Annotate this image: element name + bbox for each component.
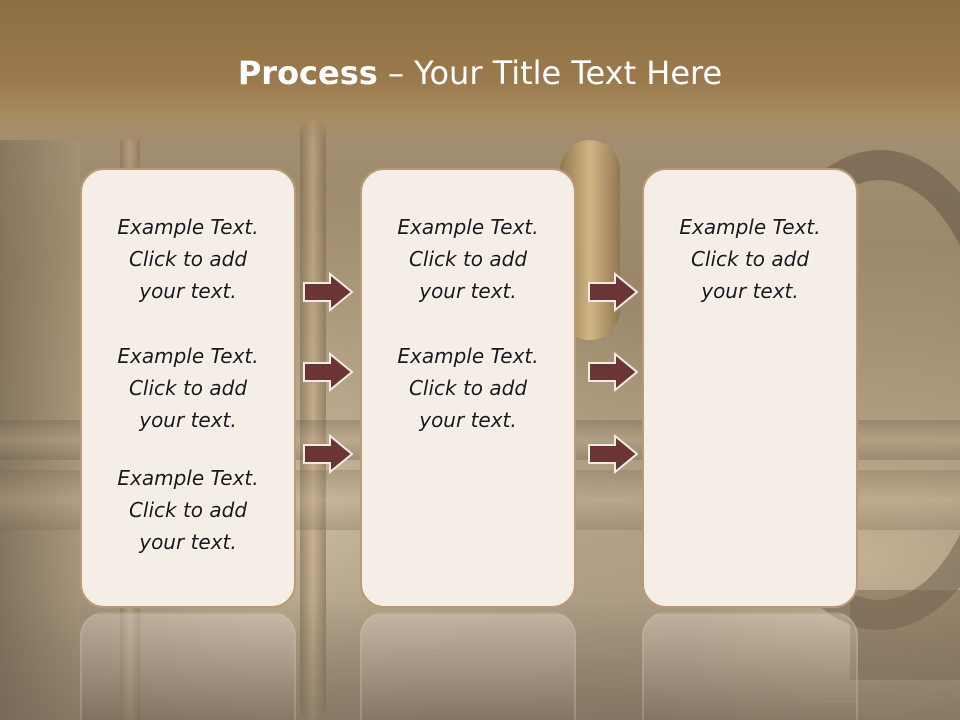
text-line: your text. xyxy=(139,408,237,432)
text-placeholder[interactable]: Example Text. Click to add your text. xyxy=(642,211,858,307)
text-line: your text. xyxy=(701,279,799,303)
text-line: your text. xyxy=(139,530,237,554)
text-placeholder[interactable]: Example Text. Click to add your text. xyxy=(360,211,576,307)
text-line: Example Text. xyxy=(117,466,259,490)
right-arrow-icon[interactable] xyxy=(302,272,354,312)
right-arrow-icon[interactable] xyxy=(302,434,354,474)
text-line: Click to add xyxy=(128,498,248,522)
process-box-2[interactable] xyxy=(360,168,576,608)
text-placeholder[interactable]: Example Text. Click to add your text. xyxy=(80,462,296,558)
text-line: Click to add xyxy=(408,376,528,400)
title-rest: – Your Title Text Here xyxy=(377,54,723,92)
text-line: Example Text. xyxy=(397,215,539,239)
right-arrow-icon[interactable] xyxy=(587,272,639,312)
slide-title[interactable]: Process – Your Title Text Here xyxy=(0,54,960,92)
title-bold: Process xyxy=(237,54,378,92)
text-line: Click to add xyxy=(690,247,810,271)
box-reflection xyxy=(642,612,858,720)
box-reflection xyxy=(360,612,576,720)
text-line: Example Text. xyxy=(117,215,259,239)
right-arrow-icon[interactable] xyxy=(587,434,639,474)
title-bar xyxy=(0,0,960,145)
text-line: Example Text. xyxy=(397,344,539,368)
text-line: Example Text. xyxy=(117,344,259,368)
right-arrow-icon[interactable] xyxy=(587,352,639,392)
right-arrow-icon[interactable] xyxy=(302,352,354,392)
box-reflection xyxy=(80,612,296,720)
text-line: your text. xyxy=(419,279,517,303)
process-box-3[interactable] xyxy=(642,168,858,608)
text-placeholder[interactable]: Example Text. Click to add your text. xyxy=(360,340,576,436)
text-line: Click to add xyxy=(128,376,248,400)
text-line: your text. xyxy=(139,279,237,303)
text-line: Example Text. xyxy=(679,215,821,239)
text-line: your text. xyxy=(419,408,517,432)
text-line: Click to add xyxy=(408,247,528,271)
text-placeholder[interactable]: Example Text. Click to add your text. xyxy=(80,211,296,307)
process-box-1[interactable] xyxy=(80,168,296,608)
text-placeholder[interactable]: Example Text. Click to add your text. xyxy=(80,340,296,436)
text-line: Click to add xyxy=(128,247,248,271)
floor-fade xyxy=(0,600,960,720)
